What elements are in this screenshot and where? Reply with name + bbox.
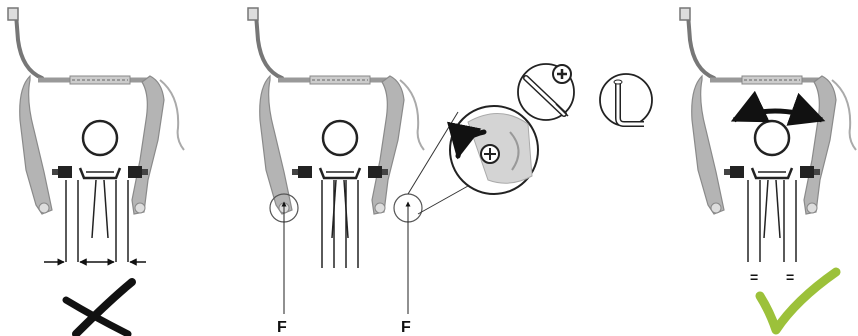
panel-correct: = = [680, 8, 856, 330]
cross-icon [66, 282, 132, 334]
double-headed-arc-arrow-icon [734, 111, 822, 120]
spring-screw-detail-icon [450, 106, 538, 194]
check-icon [760, 272, 836, 330]
hex-key-icon [600, 74, 652, 126]
equal-mark-left: = [750, 269, 758, 285]
screwdriver-plus-icon [518, 64, 574, 120]
fork-lines [66, 180, 128, 262]
panel-adjustment: F F [248, 8, 652, 336]
label-f-right: F [401, 319, 411, 336]
equal-mark-right: = [786, 269, 794, 285]
label-f-left: F [277, 319, 287, 336]
panel-incorrect [8, 8, 184, 334]
fork-lines [322, 180, 358, 268]
fork-lines [748, 180, 796, 262]
